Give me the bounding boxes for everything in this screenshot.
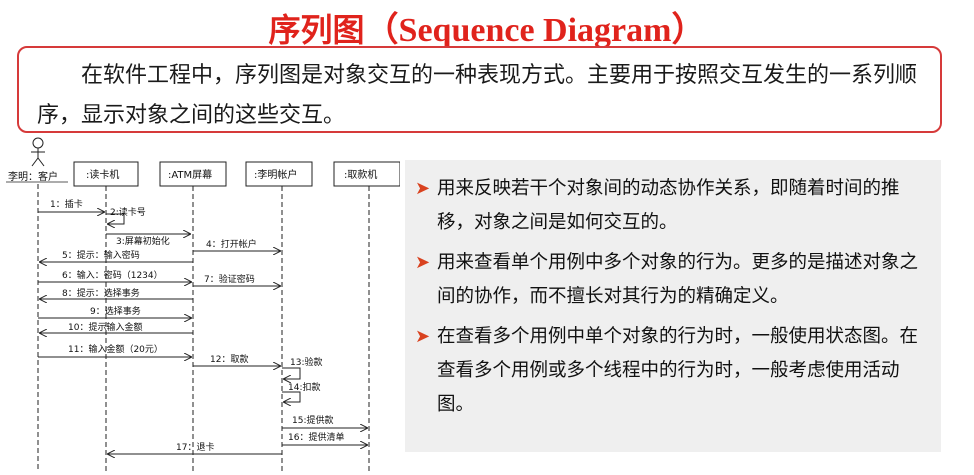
message-label: 16：提供清单 (288, 431, 344, 443)
bullet-text: 用来查看单个用例中多个对象的行为。更多的是描述对象之间的协作，而不擅长对其行为的… (437, 252, 919, 307)
message-label: 9：选择事务 (90, 305, 141, 317)
page-title: 序列图（Sequence Diagram） (0, 2, 974, 49)
message-label: 12：取款 (210, 353, 248, 365)
object-label: :取款机 (344, 168, 377, 181)
bullet-text: 在查看多个用例中单个对象的行为时，一般使用状态图。在查看多个用例或多个线程中的行… (437, 326, 919, 415)
object-label: :李明帐户 (254, 168, 297, 181)
title-english: （Sequence Diagram） (364, 12, 706, 49)
bullet-panel: ➤ 用来反映若干个对象间的动态协作关系，即随着时间的推移，对象之间是如何交互的。… (405, 160, 941, 452)
message-label: 8：提示：选择事务 (62, 287, 140, 299)
message-label: 17：退卡 (176, 441, 214, 453)
message-label: 13:验款 (290, 356, 323, 368)
bullet-arrow-icon: ➤ (415, 252, 431, 273)
message-label: 3:屏幕初始化 (116, 235, 170, 247)
message-label: 10：提示输入金额 (68, 321, 142, 333)
message-label: 4：打开帐户 (206, 238, 257, 250)
message-label: 15:提供款 (292, 414, 334, 426)
object-atm-screen: :ATM屏幕 (159, 161, 227, 187)
message-label: 11：输入金额（20元） (68, 343, 163, 355)
bullet-item: ➤ 在查看多个用例中单个对象的行为时，一般使用状态图。在查看多个用例或多个线程中… (415, 320, 931, 422)
sequence-diagram: 李明：客户 :读卡机 :ATM屏幕 :李明帐户 :取款机 (6, 137, 400, 472)
message-label: 7：验证密码 (204, 273, 255, 285)
actor-label: 李明：客户 (8, 170, 58, 183)
message-label: 1：插卡 (50, 198, 83, 210)
bullet-item: ➤ 用来反映若干个对象间的动态协作关系，即随着时间的推移，对象之间是如何交互的。 (415, 172, 931, 240)
bullet-arrow-icon: ➤ (415, 326, 431, 347)
actor-figure (31, 137, 45, 167)
object-account: :李明帐户 (245, 161, 313, 187)
object-card-reader: :读卡机 (73, 161, 139, 187)
message-arrows (38, 212, 367, 454)
title-chinese: 序列图 (268, 11, 365, 49)
message-label: 2:读卡号 (110, 206, 146, 218)
message-labels: 1：插卡 2:读卡号 3:屏幕初始化 4：打开帐户 5：提示：输入密码 6：输入… (50, 198, 344, 453)
object-label: :读卡机 (86, 168, 119, 181)
bullet-arrow-icon: ➤ (415, 178, 431, 199)
bullet-item: ➤ 用来查看单个用例中多个对象的行为。更多的是描述对象之间的协作，而不擅长对其行… (415, 246, 931, 314)
object-cash-dispenser: :取款机 (333, 161, 400, 187)
message-label: 6：输入：密码（1234） (62, 269, 163, 281)
lifelines (37, 184, 370, 472)
object-label: :ATM屏幕 (168, 168, 212, 181)
definition-text: 在软件工程中，序列图是对象交互的一种表现方式。主要用于按照交互发生的一系列顺序，… (37, 63, 918, 128)
message-label: 5：提示：输入密码 (62, 249, 140, 261)
message-label: 14:扣款 (288, 381, 321, 393)
definition-box: 在软件工程中，序列图是对象交互的一种表现方式。主要用于按照交互发生的一系列顺序，… (17, 46, 942, 133)
bullet-text: 用来反映若干个对象间的动态协作关系，即随着时间的推移，对象之间是如何交互的。 (437, 178, 900, 233)
